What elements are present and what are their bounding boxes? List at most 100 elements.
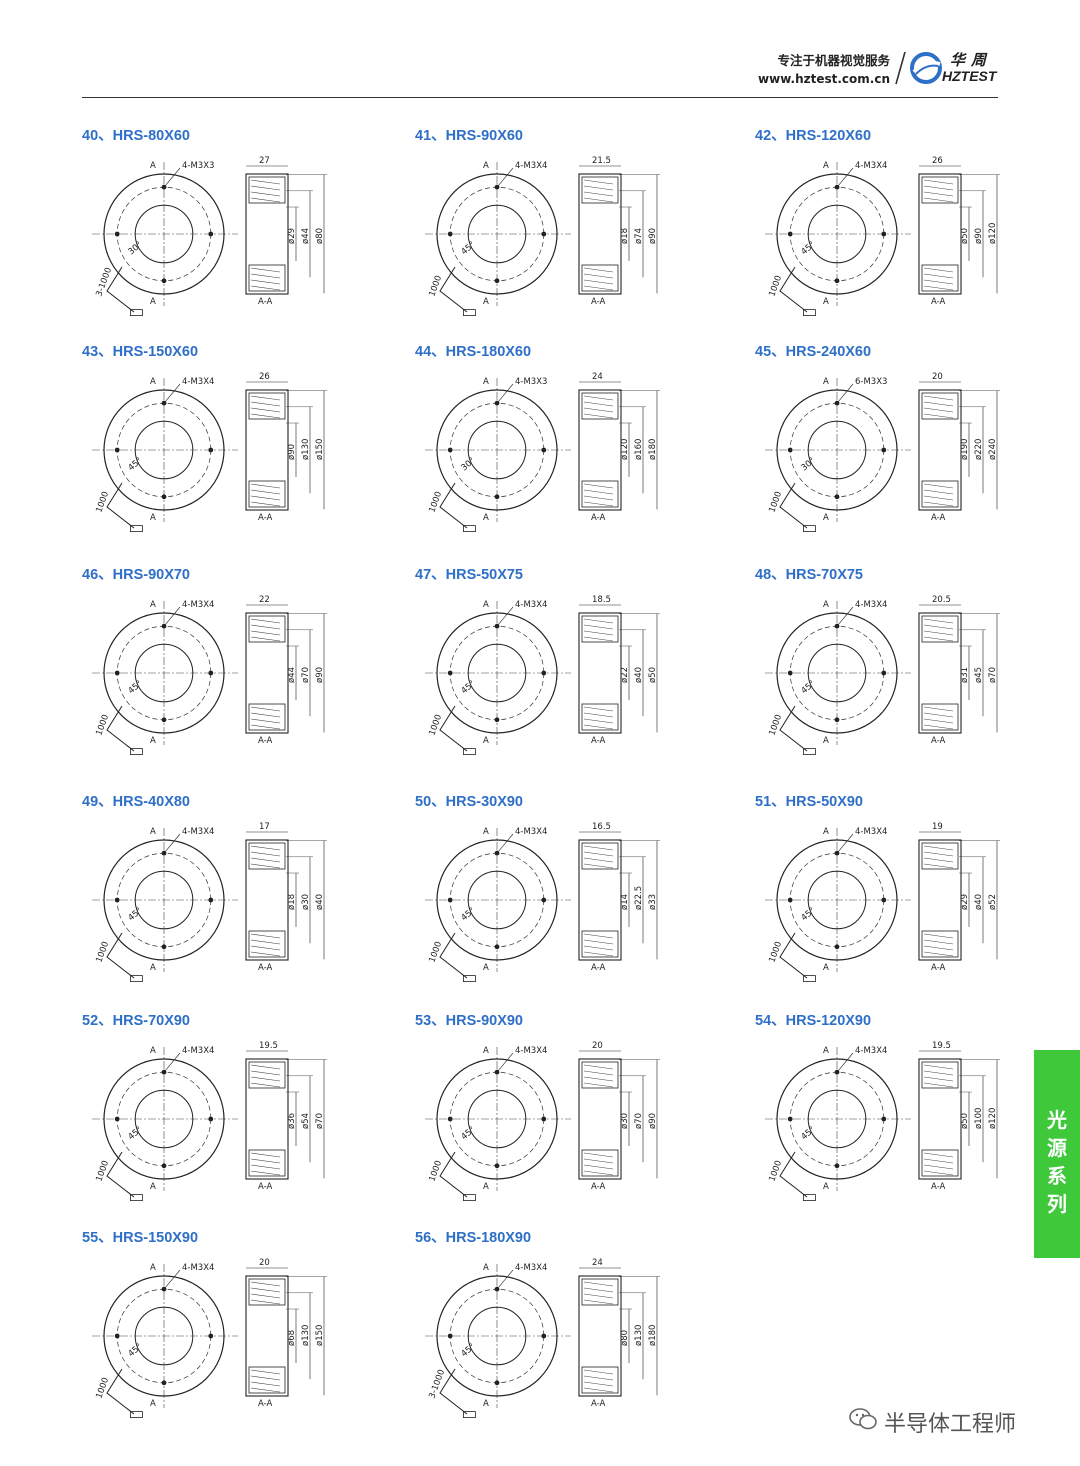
screw-spec-label: 4-M3X3 xyxy=(182,161,214,171)
diameter-label: ø120 xyxy=(988,1108,998,1129)
hatch xyxy=(583,712,614,718)
cable-length-label: 3-1000 xyxy=(427,1368,447,1400)
hatch xyxy=(250,197,281,203)
section-mark-top: A xyxy=(150,377,156,387)
screw-hole xyxy=(541,897,547,903)
hatch xyxy=(250,395,281,401)
hatch xyxy=(583,706,614,712)
diameter-label: ø44 xyxy=(301,228,311,244)
inner-aperture xyxy=(134,870,194,930)
screw-leader xyxy=(496,606,514,627)
diameter-label: ø90 xyxy=(287,444,297,460)
section-mark-bottom: A xyxy=(823,1182,829,1192)
screw-hole xyxy=(494,494,500,500)
outer-ring xyxy=(436,612,558,734)
width-dim-label: 19.5 xyxy=(932,1041,951,1051)
angle-label: 45° xyxy=(127,1342,145,1359)
width-dim-label: 22 xyxy=(259,595,270,605)
diameter-label: ø70 xyxy=(301,667,311,683)
diameter-label: ø220 xyxy=(974,439,984,460)
side-section-outline xyxy=(578,612,622,734)
cable xyxy=(106,932,135,979)
diameter-label: ø160 xyxy=(634,439,644,460)
section-side-tab[interactable]: 光 源 系 列 xyxy=(1034,1050,1080,1258)
screw-hole xyxy=(834,1163,840,1169)
screw-leader xyxy=(163,383,181,404)
hatch xyxy=(250,285,281,291)
connector xyxy=(803,525,816,533)
angle-label: 45° xyxy=(460,679,478,696)
width-dim-label: 18.5 xyxy=(592,595,611,605)
cable-length-label: 1000 xyxy=(94,1376,111,1400)
diameter-label: ø31 xyxy=(960,667,970,683)
section-label: A-A xyxy=(258,513,273,523)
diameter-label: ø14 xyxy=(620,894,630,910)
side-section-outline xyxy=(578,173,622,295)
angle-label: 30° xyxy=(127,240,145,257)
side-tab-char: 光 xyxy=(1047,1108,1067,1132)
hatch xyxy=(583,185,614,191)
hatch xyxy=(583,395,614,401)
screw-spec-label: 4-M3X4 xyxy=(515,161,547,171)
screw-spec-label: 4-M3X4 xyxy=(855,1046,887,1056)
hatch xyxy=(583,1281,614,1287)
section-mark-bottom: A xyxy=(823,297,829,307)
screw-hole xyxy=(161,1163,167,1169)
hatch xyxy=(250,413,281,419)
hatch xyxy=(923,718,954,724)
section-label: A-A xyxy=(591,736,606,746)
width-dim-label: 27 xyxy=(259,156,270,166)
connector xyxy=(463,975,476,983)
section-label: A-A xyxy=(931,513,946,523)
screw-leader xyxy=(496,1269,514,1290)
product-title: 53、HRS-90X90 xyxy=(415,1013,523,1029)
website-link[interactable]: www.hztest.com.cn xyxy=(758,72,890,86)
hatch xyxy=(923,395,954,401)
screw-hole xyxy=(834,278,840,284)
section-mark-bottom: A xyxy=(483,736,489,746)
hatch xyxy=(923,857,954,863)
cable xyxy=(779,1151,808,1198)
connector xyxy=(130,748,143,756)
connector xyxy=(803,748,816,756)
hatch xyxy=(583,1152,614,1158)
hatch xyxy=(250,273,281,279)
product-title: 54、HRS-120X90 xyxy=(755,1013,872,1029)
screw-hole xyxy=(161,717,167,723)
cable-length-label: 1000 xyxy=(94,1159,111,1183)
section-mark-bottom: A xyxy=(823,513,829,523)
section-label: A-A xyxy=(591,513,606,523)
section-label: A-A xyxy=(258,1399,273,1409)
width-dim-label: 21.5 xyxy=(592,156,611,166)
side-section-outline xyxy=(245,612,289,734)
section-mark-top: A xyxy=(823,827,829,837)
section-mark-top: A xyxy=(823,161,829,171)
inner-aperture xyxy=(467,420,527,480)
diameter-label: ø18 xyxy=(287,894,297,910)
hatch xyxy=(583,501,614,507)
product-title: 51、HRS-50X90 xyxy=(755,794,863,810)
diameter-label: ø36 xyxy=(287,1113,297,1129)
connector xyxy=(463,309,476,317)
hatch xyxy=(923,933,954,939)
product-title: 40、HRS-80X60 xyxy=(82,128,190,144)
width-dim-label: 19 xyxy=(932,822,943,832)
cable xyxy=(439,1151,468,1198)
side-section-outline xyxy=(245,839,289,961)
cable-length-label: 1000 xyxy=(94,713,111,737)
section-mark-top: A xyxy=(150,1046,156,1056)
hatch xyxy=(923,197,954,203)
diameter-label: ø44 xyxy=(287,667,297,683)
screw-hole xyxy=(208,447,214,453)
hatch xyxy=(583,1375,614,1381)
screw-spec-label: 4-M3X4 xyxy=(182,1046,214,1056)
hatch xyxy=(583,1164,614,1170)
diameter-label: ø130 xyxy=(634,1325,644,1346)
section-mark-bottom: A xyxy=(483,1182,489,1192)
side-section-outline xyxy=(245,173,289,295)
